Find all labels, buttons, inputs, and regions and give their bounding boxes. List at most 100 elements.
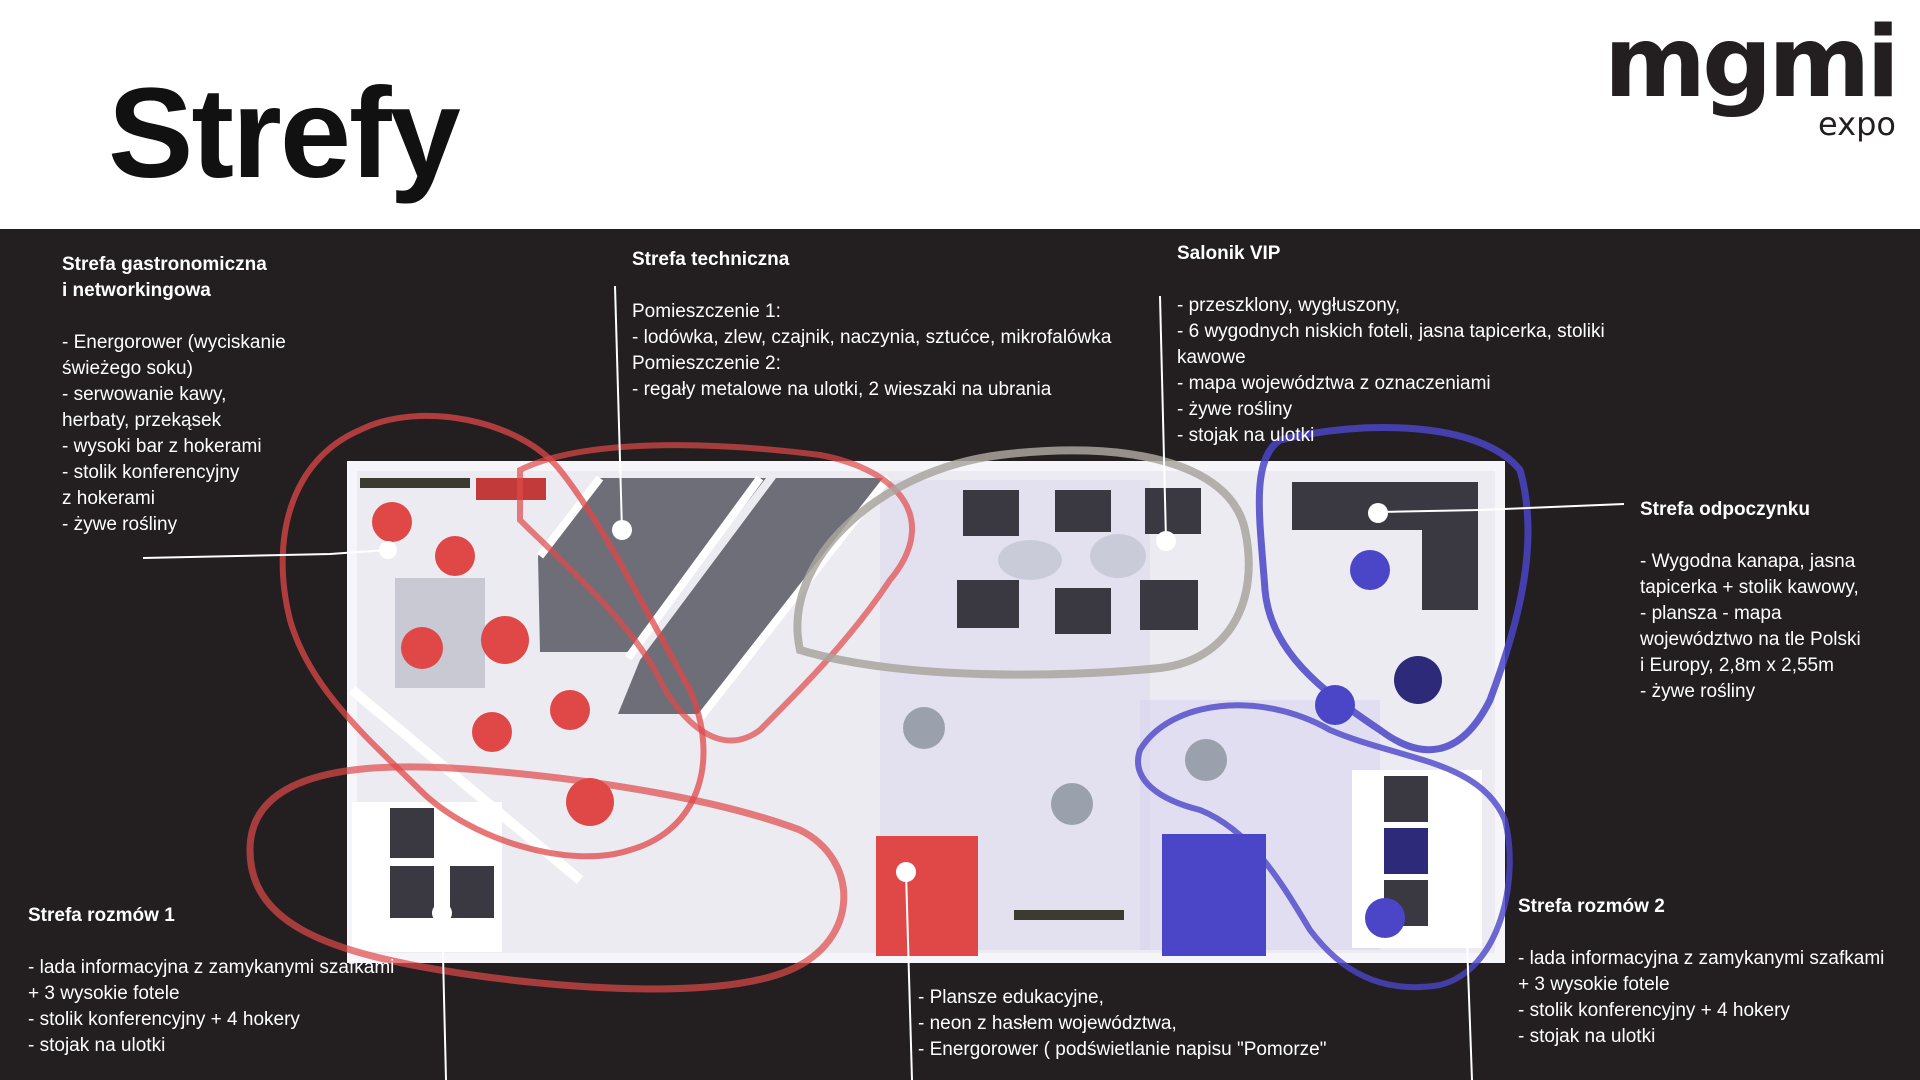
zone-line: - lodówka, zlew, czajnik, naczynia, sztu… bbox=[632, 327, 1112, 348]
plant-strip bbox=[360, 478, 470, 488]
zone-line: - wysoki bar z hokerami bbox=[62, 436, 262, 457]
stool bbox=[472, 712, 512, 752]
rest-stool bbox=[1315, 685, 1355, 725]
zone-line: - 6 wygodnych niskich foteli, jasna tapi… bbox=[1177, 321, 1605, 368]
grey-table bbox=[1185, 739, 1227, 781]
zone-line: - serwowanie kawy, herbaty, przekąsek bbox=[62, 384, 227, 431]
armchair bbox=[1145, 488, 1201, 534]
zone-line: - stojak na ulotki bbox=[1177, 425, 1315, 446]
zone-title: Strefa gastronomiczna i networkingowa bbox=[62, 254, 267, 301]
gastro-outline bbox=[279, 412, 707, 860]
zone-line: - regały metalowe na ulotki, 2 wieszaki … bbox=[632, 379, 1052, 400]
stool bbox=[401, 627, 443, 669]
leader-talk2 bbox=[1465, 913, 1473, 1080]
zone-line: - Energorower (wyciskanie świeżego soku) bbox=[62, 332, 286, 379]
tech-wall bbox=[536, 475, 604, 559]
zone-line: - mapa województwa z oznaczeniami bbox=[1177, 373, 1491, 394]
logo-sub-text: expo bbox=[1818, 105, 1896, 143]
tech-room-2 bbox=[618, 478, 888, 714]
stool bbox=[566, 778, 614, 826]
zone-line: - Plansze edukacyjne, bbox=[918, 987, 1104, 1008]
zone-line: - Energorower ( podświetlanie napisu "Po… bbox=[918, 1039, 1327, 1060]
zone-gastro-label: Strefa gastronomiczna i networkingowa - … bbox=[62, 252, 382, 538]
stool bbox=[550, 690, 590, 730]
zone-talk2-label: Strefa rozmów 2 - lada informacyjna z za… bbox=[1518, 894, 1918, 1050]
leader-edu bbox=[905, 871, 913, 1080]
zone-body: - Energorower (wyciskanie świeżego soku)… bbox=[62, 330, 382, 538]
zone-line: Pomieszczenie 2: bbox=[632, 353, 781, 374]
vip-outline bbox=[793, 446, 1253, 679]
logo-main-text: mgmi bbox=[1604, 6, 1900, 120]
zone-line: - stolik konferencyjny z hokerami bbox=[62, 462, 240, 509]
zone-body: Pomieszczenie 1: - lodówka, zlew, czajnik… bbox=[632, 299, 1172, 403]
zone-vip-label: Salonik VIP - przeszklony, wygłuszony,- … bbox=[1177, 241, 1697, 449]
high-chair bbox=[450, 866, 494, 918]
talk2-stool bbox=[1365, 898, 1405, 938]
plant-strip bbox=[1014, 910, 1124, 920]
plant-strip-red bbox=[476, 478, 546, 500]
stool bbox=[435, 536, 475, 576]
marker-edu bbox=[896, 862, 916, 882]
gastro-outline-2 bbox=[517, 442, 915, 744]
zone-line: - plansza - mapa województwo na tle Pols… bbox=[1640, 603, 1861, 676]
rest-table bbox=[1350, 550, 1390, 590]
stool bbox=[372, 502, 412, 542]
header: Strefy mgmi expo bbox=[0, 0, 1920, 229]
zone-line: - neon z hasłem województwa, bbox=[918, 1013, 1177, 1034]
marker-talk1 bbox=[432, 903, 452, 923]
zone-body: - Plansze edukacyjne, - neon z hasłem woj… bbox=[918, 985, 1378, 1063]
leader-tech bbox=[614, 285, 623, 531]
zone-line: - lada informacyjna z zamykanymi szafkam… bbox=[28, 957, 395, 1004]
zone-line: - żywe rośliny bbox=[1177, 399, 1293, 420]
zone-line: - stojak na ulotki bbox=[1518, 1026, 1656, 1047]
zone-talk1-label: Strefa rozmów 1 - lada informacyjna z za… bbox=[28, 903, 458, 1059]
coffee-table bbox=[1090, 534, 1146, 578]
zone-body: - lada informacyjna z zamykanymi szafkam… bbox=[28, 955, 458, 1059]
leader-talk1 bbox=[441, 913, 447, 1080]
zone-title: Salonik VIP bbox=[1177, 243, 1281, 264]
marker-rest bbox=[1368, 503, 1388, 523]
zone-title: Strefa rozmów 2 bbox=[1518, 896, 1665, 917]
rest-outline bbox=[1255, 424, 1532, 754]
armchair bbox=[1055, 588, 1111, 634]
high-chair bbox=[1384, 776, 1428, 822]
zone-title: Strefa rozmów 1 bbox=[28, 905, 175, 926]
zone-body: - lada informacyjna z zamykanymi szafkam… bbox=[1518, 946, 1918, 1050]
zone-title: Strefa odpoczynku bbox=[1640, 499, 1810, 520]
grey-table bbox=[903, 707, 945, 749]
leader-rest bbox=[1379, 503, 1625, 513]
zone-body: - Wygodna kanapa, jasna tapicerka + stol… bbox=[1640, 549, 1910, 705]
high-chair bbox=[390, 866, 434, 918]
armchair bbox=[1055, 490, 1111, 532]
rest-stool bbox=[1394, 656, 1442, 704]
zone-line: - stojak na ulotki bbox=[28, 1035, 166, 1056]
leader-gastro bbox=[142, 549, 389, 559]
talk2-outline bbox=[1135, 702, 1513, 991]
sofa bbox=[1422, 530, 1478, 610]
marker-vip bbox=[1156, 531, 1176, 551]
high-chair bbox=[1384, 828, 1428, 874]
zone-line: - Wygodna kanapa, jasna tapicerka + stol… bbox=[1640, 551, 1859, 598]
red-edu-panel bbox=[876, 836, 978, 956]
zone-line: - lada informacyjna z zamykanymi szafkam… bbox=[1518, 948, 1885, 995]
tech-wall-2 bbox=[624, 475, 764, 661]
diagonal-wall bbox=[348, 686, 584, 884]
zone-line: - żywe rośliny bbox=[62, 514, 178, 535]
zone-body: - przeszklony, wygłuszony, - 6 wygodnych … bbox=[1177, 293, 1697, 449]
zone-line: - przeszklony, wygłuszony, bbox=[1177, 295, 1401, 316]
zone-edu-label: - Plansze edukacyjne, - neon z hasłem woj… bbox=[918, 985, 1378, 1063]
zone-rest-label: Strefa odpoczynku - Wygodna kanapa, jasn… bbox=[1640, 497, 1910, 705]
page-title: Strefy bbox=[108, 62, 461, 205]
marker-talk2 bbox=[1456, 903, 1476, 923]
marker-gastro bbox=[379, 541, 397, 559]
grey-table bbox=[1051, 783, 1093, 825]
armchair bbox=[1140, 580, 1198, 630]
zone-line: - żywe rośliny bbox=[1640, 681, 1756, 702]
coffee-table bbox=[998, 540, 1062, 580]
zone-line: - stolik konferencyjny + 4 hokery bbox=[28, 1009, 300, 1030]
stool bbox=[481, 616, 529, 664]
blue-edu-panel bbox=[1162, 834, 1266, 956]
armchair bbox=[963, 490, 1019, 536]
zone-line: Pomieszczenie 1: bbox=[632, 301, 781, 322]
